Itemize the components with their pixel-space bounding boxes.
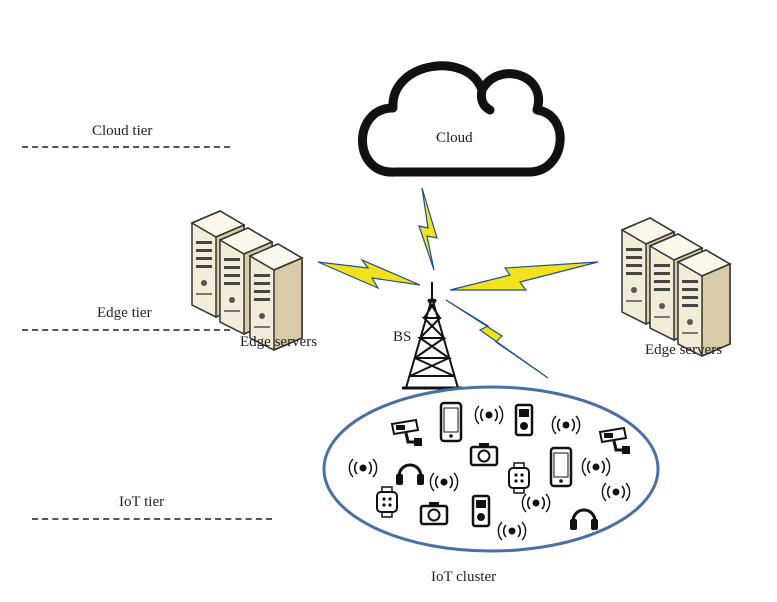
mp3-player-icon <box>514 403 534 437</box>
tower-icon <box>402 282 462 390</box>
camera-icon <box>469 441 499 467</box>
lightning-icon <box>449 261 599 291</box>
iot-tier-label: IoT tier <box>119 494 165 510</box>
edge-servers-right-label: Edge servers <box>645 342 723 358</box>
edge-servers-left-label: Edge servers <box>240 334 318 350</box>
mp3-player-icon <box>471 494 491 528</box>
iot-cluster-boundary <box>322 385 660 553</box>
cloud-icon <box>358 61 565 177</box>
cloud-label: Cloud <box>436 130 473 146</box>
lightning-icon <box>445 299 549 379</box>
camera-icon <box>419 500 449 526</box>
smartphone-icon <box>549 446 573 488</box>
cloud-tier-label: Cloud tier <box>92 123 153 139</box>
smartwatch-icon <box>376 486 398 518</box>
lightning-icon <box>418 187 438 271</box>
edge-tier-divider <box>22 329 230 331</box>
lightning-icon <box>317 258 421 290</box>
edge-tier-label: Edge tier <box>97 305 152 321</box>
server-rack-icon <box>621 217 731 357</box>
smartwatch-icon <box>508 462 530 494</box>
smartphone-icon <box>439 401 463 443</box>
iot-tier-divider <box>32 518 272 520</box>
iot-cluster-label: IoT cluster <box>431 569 497 585</box>
cloud-tier-divider <box>22 146 230 148</box>
base-station-label: BS <box>393 329 412 345</box>
